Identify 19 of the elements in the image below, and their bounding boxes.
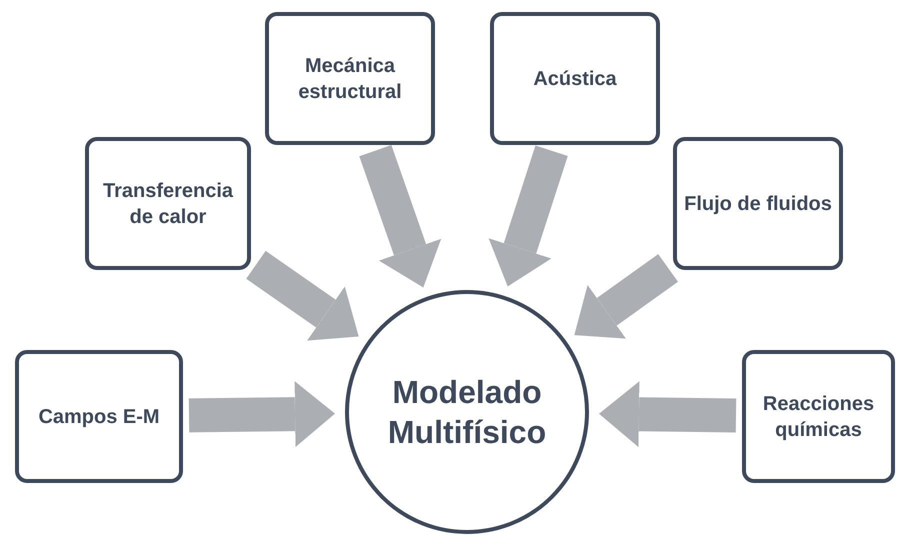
- central-label: Modelado Multifísico: [386, 373, 548, 452]
- topic-label: Transferencia de calor: [102, 178, 234, 230]
- block-arrow: [359, 145, 442, 288]
- topic-box: [265, 12, 435, 145]
- topic-box: [742, 350, 895, 483]
- block-arrow: [188, 381, 335, 448]
- topic-label: Flujo de fluidos: [684, 192, 832, 216]
- block-arrow: [599, 381, 736, 448]
- topic-box: [15, 350, 183, 483]
- topic-label: Mecánica estructural: [297, 54, 403, 104]
- topic-box: [85, 137, 251, 270]
- block-arrow: [488, 146, 568, 286]
- topic-box: [673, 137, 843, 270]
- topic-label: Acústica: [533, 66, 617, 92]
- block-arrow: [574, 254, 678, 339]
- block-arrow: [246, 250, 359, 341]
- topic-box: [490, 12, 660, 145]
- topic-label: Campos E-M: [38, 404, 160, 430]
- topic-label: Reacciones químicas: [762, 392, 876, 442]
